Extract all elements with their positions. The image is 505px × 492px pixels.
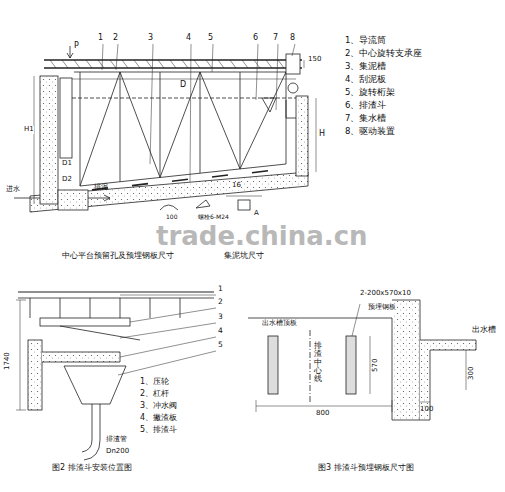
dimension: H xyxy=(319,130,325,139)
dimension: 100 xyxy=(420,406,433,414)
part-name: 2、中心旋转支承座 xyxy=(345,49,422,58)
callout-number: 8 xyxy=(290,34,295,43)
dimension: 2-200x570x10 xyxy=(360,290,411,298)
dimension: 1740 xyxy=(4,352,12,370)
dimension: D xyxy=(180,81,186,90)
caption: 集泥坑尺寸 xyxy=(224,252,264,260)
callout-number: 2 xyxy=(113,34,118,43)
part-name: 出水槽顶板 xyxy=(262,320,297,328)
part-name: 1、压轮 xyxy=(140,378,169,387)
watermark: trade.china.cn xyxy=(156,222,368,251)
part-name: 2、杠杆 xyxy=(140,390,169,399)
callout-number: 3 xyxy=(148,34,153,43)
callout-number: 5 xyxy=(208,34,213,43)
callout-number: 1 xyxy=(218,285,223,293)
part-name: 1、导流筒 xyxy=(345,36,386,45)
dimension: 300 xyxy=(468,367,476,380)
part-name: 5、旋转桁架 xyxy=(345,88,395,97)
part-name: 8、驱动装置 xyxy=(345,127,395,136)
dimension: D1 xyxy=(62,160,72,168)
dimension: A xyxy=(254,210,259,218)
hopper-installation xyxy=(16,292,216,460)
part-name: 6、排渣斗 xyxy=(345,101,386,110)
dimension: 螺栓6-M24 xyxy=(198,214,229,221)
part-name: 排渣管 xyxy=(106,436,127,444)
caption: 图2 排渣斗安装位置图 xyxy=(52,464,132,473)
dimension: H1 xyxy=(24,126,34,134)
callout-number: 4 xyxy=(186,34,191,43)
caption: 中心平台预留孔及预埋钢板尺寸 xyxy=(62,252,174,260)
part-name: 4、刮泥板 xyxy=(345,75,386,84)
dimension: 570 xyxy=(372,359,380,372)
centerline-label: 排渣中心线 xyxy=(314,342,322,383)
flow-label: 排泥 xyxy=(94,184,108,192)
dimension: 150 xyxy=(308,56,321,64)
callout-number: 5 xyxy=(218,341,223,349)
embedded-plate-layout xyxy=(248,300,476,420)
dimension: D2 xyxy=(62,176,72,184)
part-name: 3、冲水阀 xyxy=(140,402,177,411)
callout-number: 2 xyxy=(218,298,223,306)
dimension: 16 xyxy=(232,182,241,190)
callout-number: 3 xyxy=(218,313,223,321)
part-name: 出水槽 xyxy=(472,326,496,335)
tank-section xyxy=(14,44,316,212)
part-name: 预埋钢板 xyxy=(368,304,396,312)
dimension: 100 xyxy=(166,214,177,221)
callout-number: 1 xyxy=(98,34,103,43)
force-label: P xyxy=(74,42,79,51)
part-name: 7、集水槽 xyxy=(345,114,386,123)
callout-number: 4 xyxy=(218,327,223,335)
flow-label: 进水 xyxy=(6,186,20,194)
part-name: 5、排渣斗 xyxy=(140,426,177,435)
dimension: Dn200 xyxy=(106,448,129,456)
part-name: 3、集泥槽 xyxy=(345,62,386,71)
callout-number: 7 xyxy=(273,34,278,43)
part-name: 4、撇渣板 xyxy=(140,414,177,423)
dimension: 800 xyxy=(316,410,329,418)
caption: 图3 排渣斗预埋钢板尺寸图 xyxy=(318,464,414,473)
callout-number: 6 xyxy=(253,34,258,43)
